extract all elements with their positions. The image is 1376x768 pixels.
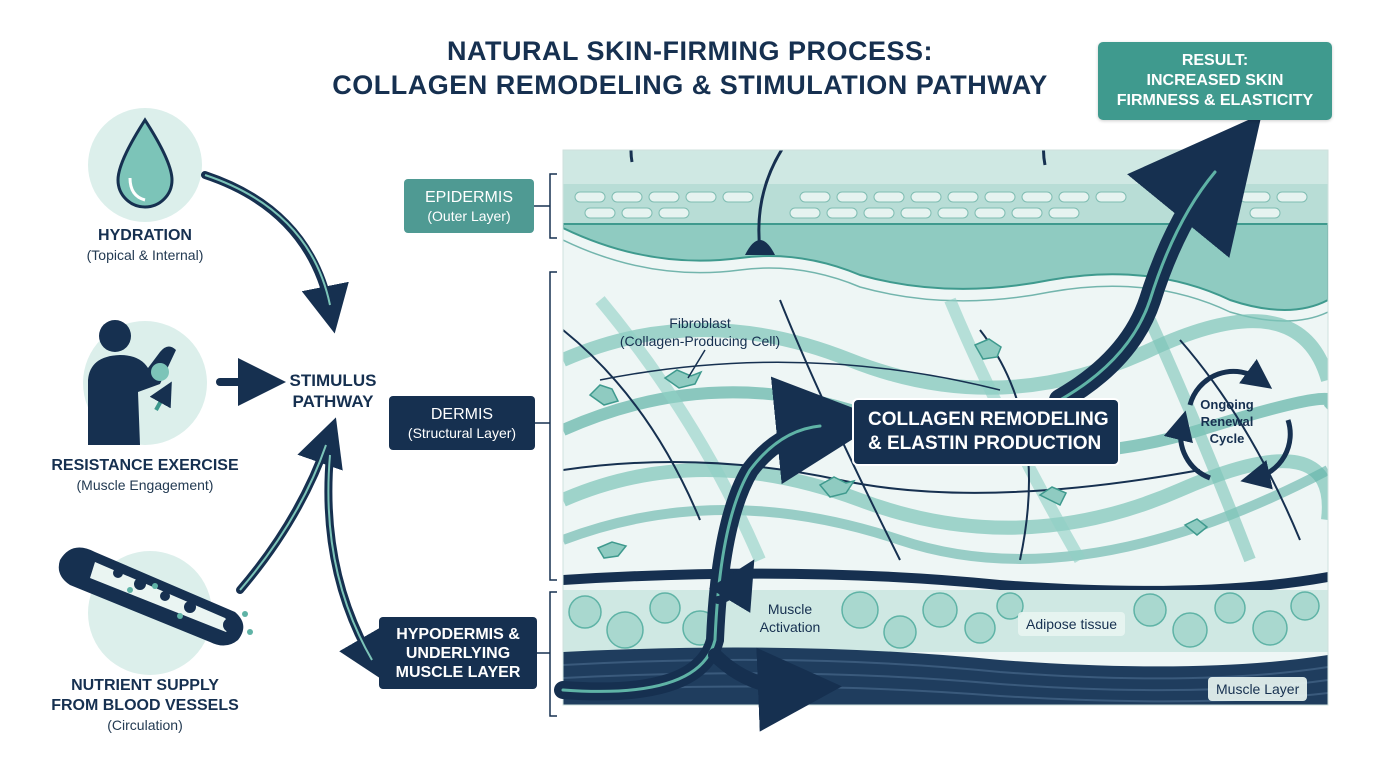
result-line-3: FIRMNESS & ELASTICITY [1116, 92, 1314, 109]
hypodermis-line-3: MUSCLE LAYER [395, 663, 521, 681]
epidermis-title: EPIDERMIS [424, 188, 513, 206]
collagen-remodeling-box: COLLAGEN REMODELING & ELASTIN PRODUCTION [852, 398, 1120, 466]
renewal-line-2: Renewal [1200, 414, 1254, 429]
renewal-cycle-label: Ongoing Renewal Cycle [1175, 396, 1279, 447]
resistance-exercise-label: RESISTANCE EXERCISE (Muscle Engagement) [30, 456, 260, 494]
title-line-2: COLLAGEN REMODELING & STIMULATION PATHWA… [332, 70, 1048, 100]
fibroblast-cells [588, 338, 1209, 559]
muscle-activation-line-2: Activation [759, 619, 821, 635]
collagen-line-1: COLLAGEN REMODELING [868, 409, 1109, 430]
renewal-cycle-arrows [1163, 359, 1293, 490]
result-box: RESULT: INCREASED SKIN FIRMNESS & ELASTI… [1098, 42, 1332, 120]
result-line-1: RESULT: [1181, 52, 1249, 69]
fibroblast-label: Fibroblast (Collagen-Producing Cell) [585, 314, 815, 350]
renewal-line-3: Cycle [1209, 431, 1245, 446]
title-line-1: NATURAL SKIN-FIRMING PROCESS: [447, 36, 933, 66]
flexing-person-icon [83, 320, 207, 445]
dermis-tag: DERMIS (Structural Layer) [389, 396, 535, 450]
hydration-detail: (Topical & Internal) [86, 247, 204, 263]
dermis-title: DERMIS [430, 405, 494, 423]
hydration-title: HYDRATION [98, 227, 192, 244]
blood-vessel-icon [58, 547, 253, 675]
epidermis-cells [574, 191, 1308, 219]
fibroblast-title: Fibroblast [669, 315, 731, 331]
hypodermis-line-2: UNDERLYING [405, 644, 511, 662]
muscle-activation-label: Muscle Activation [745, 600, 835, 636]
resistance-exercise-detail: (Muscle Engagement) [76, 477, 214, 493]
fibroblast-detail: (Collagen-Producing Cell) [619, 333, 781, 349]
page-title: NATURAL SKIN-FIRMING PROCESS: COLLAGEN R… [290, 34, 1090, 102]
nutrient-supply-title: NUTRIENT SUPPLY [71, 677, 219, 694]
layer-brackets [534, 173, 557, 717]
adipose-tissue-label: Adipose tissue [1018, 612, 1126, 636]
nutrient-supply-title-2: FROM BLOOD VESSELS [51, 697, 239, 714]
nutrient-supply-detail: (Circulation) [107, 717, 183, 733]
stimulus-line-1: STIMULUS [289, 371, 377, 390]
renewal-line-1: Ongoing [1200, 397, 1254, 412]
muscle-activation-line-1: Muscle [767, 601, 813, 617]
collagen-line-2: & ELASTIN PRODUCTION [868, 433, 1102, 454]
stimulus-pathway-label: STIMULUS PATHWAY [278, 370, 388, 412]
epidermis-tag: EPIDERMIS (Outer Layer) [404, 179, 534, 233]
main-pathway-arrow [554, 113, 1262, 732]
hypodermis-tag: HYPODERMIS & UNDERLYING MUSCLE LAYER [379, 617, 537, 689]
stimulus-line-2: PATHWAY [292, 392, 374, 411]
hydration-label: HYDRATION (Topical & Internal) [40, 226, 250, 264]
dermis-detail: (Structural Layer) [407, 424, 517, 441]
epidermis-detail: (Outer Layer) [427, 207, 511, 224]
resistance-exercise-title: RESISTANCE EXERCISE [51, 457, 239, 474]
hair-strands [629, 150, 1047, 251]
nutrient-supply-label: NUTRIENT SUPPLY FROM BLOOD VESSELS (Circ… [30, 676, 260, 734]
muscle-layer-label: Muscle Layer [1208, 677, 1308, 701]
hypodermis-line-1: HYPODERMIS & [396, 625, 520, 643]
water-drop-icon [88, 108, 202, 222]
fibroblast-pointer [687, 349, 706, 379]
result-line-2: INCREASED SKIN [1146, 72, 1284, 89]
